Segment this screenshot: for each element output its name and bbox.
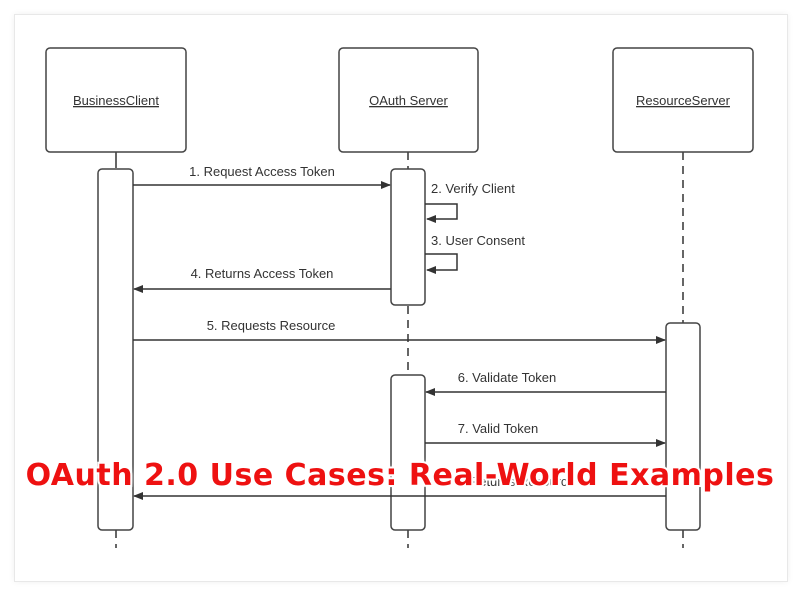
- participant-box-resource: [612, 47, 754, 153]
- participant-label-oauth: OAuth Server: [369, 93, 448, 108]
- message-label-4: 4. Returns Access Token: [191, 266, 334, 281]
- message-label-2: 2. Verify Client: [431, 181, 515, 196]
- message-self-arrow-3: [425, 253, 458, 274]
- message-self-arrow-2: [425, 203, 458, 223]
- message-label-6: 6. Validate Token: [458, 370, 557, 385]
- message-label-8: 8. Returns Resource: [455, 474, 574, 489]
- participant-label-resource: ResourceServer: [636, 93, 731, 108]
- message-label-1: 1. Request Access Token: [189, 164, 335, 179]
- activation-oauth-2: [390, 374, 426, 531]
- overlay-title: OAuth 2.0 Use Cases: Real-World Examples: [24, 456, 776, 495]
- message-label-3: 3. User Consent: [431, 233, 525, 248]
- activation-resource: [665, 322, 701, 531]
- participant-label-client: BusinessClient: [73, 93, 159, 108]
- message-label-5: 5. Requests Resource: [207, 318, 336, 333]
- activation-client: [97, 168, 134, 531]
- participant-box-client: [45, 47, 187, 153]
- activation-oauth-1: [390, 168, 426, 306]
- participant-box-oauth: [338, 47, 479, 153]
- message-label-7: 7. Valid Token: [458, 421, 538, 436]
